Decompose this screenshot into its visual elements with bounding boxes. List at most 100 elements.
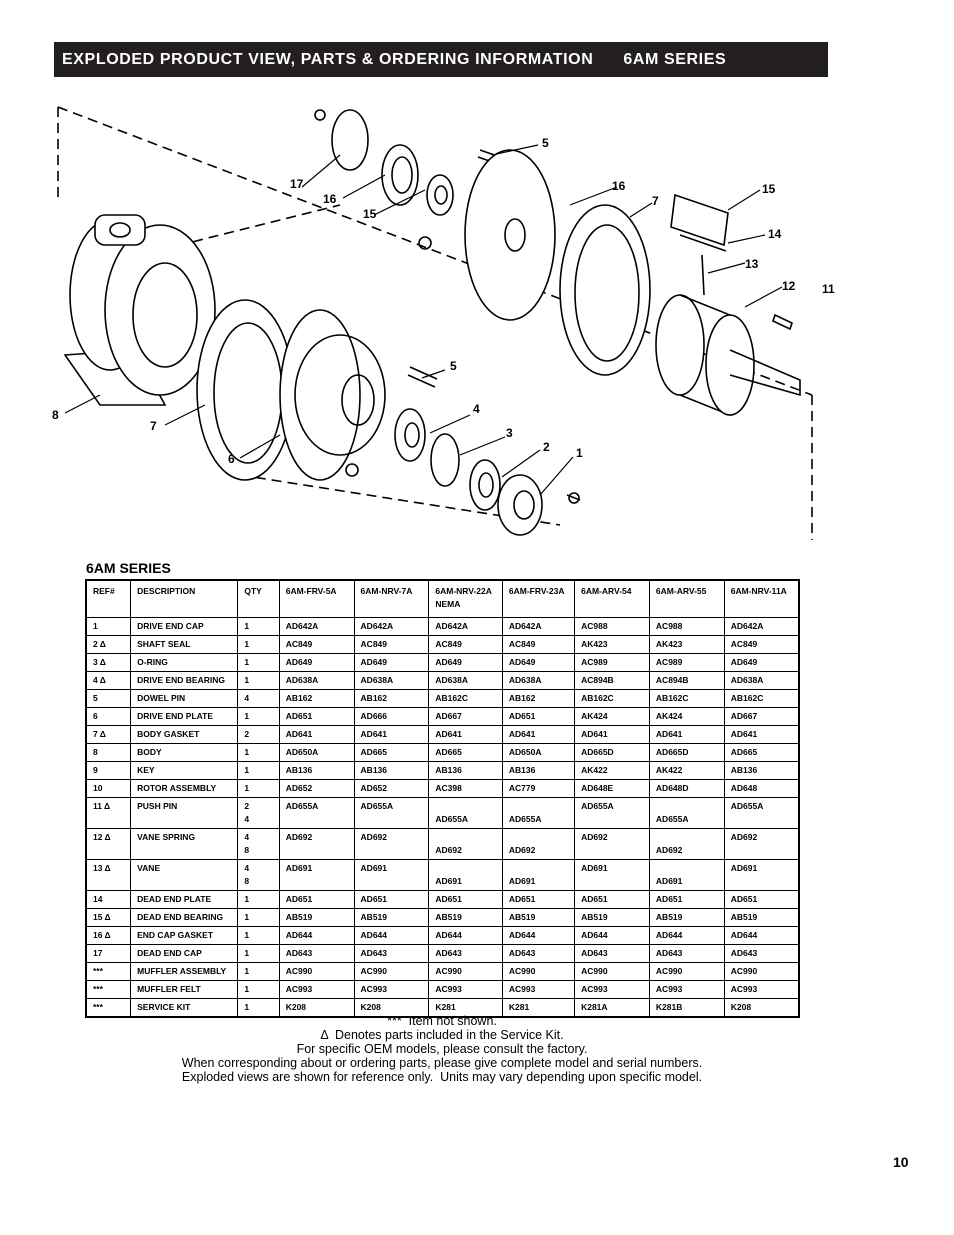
table-cell: DRIVE END CAP	[130, 617, 239, 636]
page-number: 10	[893, 1154, 909, 1170]
table-cell: AD666	[353, 707, 430, 726]
table-cell: 9	[85, 761, 132, 780]
callout-1: 1	[576, 446, 583, 460]
table-cell: AC849	[278, 635, 355, 654]
table-cell: 3 Δ	[85, 653, 132, 672]
table-cell: K281B	[648, 998, 725, 1018]
table-cell: VANE SPRING	[130, 828, 239, 860]
table-cell: AD652	[278, 779, 355, 798]
table-cell: AB519	[353, 908, 430, 927]
table-cell: 2 4	[237, 797, 280, 829]
column-header: QTY	[237, 579, 280, 618]
table-cell: 1	[237, 779, 280, 798]
table-cell: AD651	[428, 890, 503, 909]
table-cell: MUFFLER ASSEMBLY	[130, 962, 239, 981]
callout-15: 15	[363, 207, 377, 221]
table-cell: AC849	[428, 635, 503, 654]
table-cell: AD638A	[278, 671, 355, 690]
table-cell: 11 Δ	[85, 797, 132, 829]
table-cell: AC993	[428, 980, 503, 999]
table-cell: AC990	[648, 962, 725, 981]
table-cell: DRIVE END BEARING	[130, 671, 239, 690]
series-title: 6AM SERIES	[623, 50, 727, 68]
table-cell: AD655A	[353, 797, 430, 829]
table-cell: AD638A	[428, 671, 503, 690]
table-cell: AD638A	[501, 671, 576, 690]
table-title: 6AM SERIES	[86, 560, 171, 576]
table-cell: AD691	[648, 859, 725, 891]
table-cell: AD665	[723, 743, 800, 762]
table-cell: 1	[237, 707, 280, 726]
table-cell: 2 Δ	[85, 635, 132, 654]
table-cell: AD651	[723, 890, 800, 909]
table-cell: 1	[237, 890, 280, 909]
table-cell: 1	[237, 635, 280, 654]
table-cell: AC990	[723, 962, 800, 981]
table-cell: AC988	[648, 617, 725, 636]
table-cell: AC993	[278, 980, 355, 999]
table-cell: 2	[237, 725, 280, 744]
table-cell: AB136	[501, 761, 576, 780]
table-cell: AC849	[353, 635, 430, 654]
table-cell: AK424	[648, 707, 725, 726]
table-cell: 1	[237, 653, 280, 672]
table-cell: KEY	[130, 761, 239, 780]
table-cell: 17	[85, 944, 132, 963]
table-cell: BODY GASKET	[130, 725, 239, 744]
table-cell: 1	[237, 743, 280, 762]
table-cell: AD692	[278, 828, 355, 860]
table-cell: AC989	[648, 653, 725, 672]
table-cell: AD650A	[278, 743, 355, 762]
table-cell: AD651	[278, 890, 355, 909]
table-cell: 1	[237, 926, 280, 945]
callout-6: 6	[228, 452, 235, 466]
table-cell: AC993	[648, 980, 725, 999]
table-cell: AD643	[428, 944, 503, 963]
table-cell: AC849	[501, 635, 576, 654]
table-cell: 16 Δ	[85, 926, 132, 945]
table-cell: AB162	[353, 689, 430, 708]
table-cell: AC894B	[574, 671, 650, 690]
table-cell: AC779	[501, 779, 576, 798]
table-cell: K208	[723, 998, 800, 1018]
table-cell: 4 Δ	[85, 671, 132, 690]
table-cell: 1	[237, 944, 280, 963]
table-cell: SHAFT SEAL	[130, 635, 239, 654]
table-cell: AD649	[723, 653, 800, 672]
table-cell: MUFFLER FELT	[130, 980, 239, 999]
table-cell: AD644	[648, 926, 725, 945]
callout-8: 8	[52, 408, 59, 422]
section-title: EXPLODED PRODUCT VIEW, PARTS & ORDERING …	[62, 50, 594, 68]
table-cell: AC990	[501, 962, 576, 981]
table-cell: ***	[85, 980, 132, 999]
table-cell: AD642A	[723, 617, 800, 636]
column-header: REF#	[85, 579, 132, 618]
table-cell: AC988	[574, 617, 650, 636]
table-cell: AK422	[648, 761, 725, 780]
table-cell: 1	[237, 962, 280, 981]
table-cell: AK423	[574, 635, 650, 654]
table-cell: AD665D	[648, 743, 725, 762]
note-oem: For specific OEM models, please consult …	[296, 1042, 588, 1056]
exploded-view-diagram: 5 16 7 15 14 13 12 11 17 16 15 5 4 3 2 1…	[52, 106, 835, 540]
table-cell: AD691	[501, 859, 576, 891]
table-cell: AD643	[501, 944, 576, 963]
table-cell: AD691	[353, 859, 430, 891]
column-header: 6AM-NRV-11A	[723, 579, 800, 618]
table-cell: AD644	[723, 926, 800, 945]
table-cell: AD651	[501, 890, 576, 909]
table-cell: AB136	[353, 761, 430, 780]
callout-7-left: 7	[150, 419, 157, 433]
table-cell: AC894B	[648, 671, 725, 690]
callout-13: 15	[762, 182, 776, 196]
table-cell: AD648	[723, 779, 800, 798]
